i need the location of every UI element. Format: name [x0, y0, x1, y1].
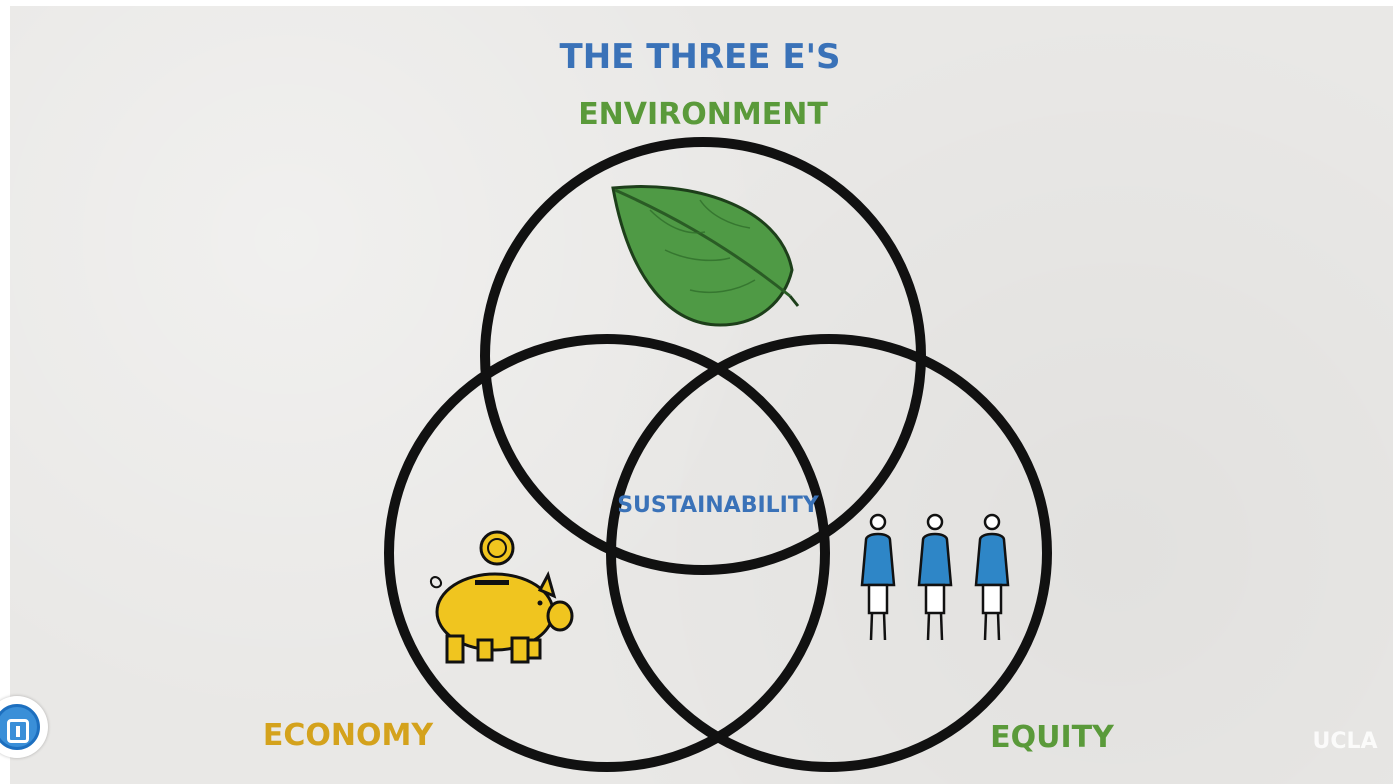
- slide-background: [10, 6, 1393, 784]
- person-figure: [974, 513, 1010, 641]
- ucla-watermark: UCLA: [1312, 729, 1377, 754]
- economy-label: ECONOMY: [263, 718, 434, 753]
- equity-circle: [606, 334, 1052, 772]
- venn-circles: [384, 137, 1052, 772]
- sustainability-label: SUSTAINABILITY: [617, 493, 820, 518]
- economy-circle: [384, 334, 830, 772]
- person-figure: [917, 513, 953, 641]
- info-app-icon-inner: [0, 704, 40, 750]
- people-icon: [860, 513, 1010, 641]
- environment-label: ENVIRONMENT: [578, 97, 828, 132]
- equity-label: EQUITY: [990, 720, 1115, 755]
- leaf-icon: [611, 185, 800, 327]
- diagram-title: THE THREE E'S: [560, 37, 841, 77]
- person-figure: [860, 513, 896, 641]
- info-app-icon[interactable]: [0, 696, 48, 758]
- info-glyph-icon: [7, 719, 29, 743]
- coin-icon: [479, 530, 515, 566]
- piggy-bank-icon: [430, 571, 574, 664]
